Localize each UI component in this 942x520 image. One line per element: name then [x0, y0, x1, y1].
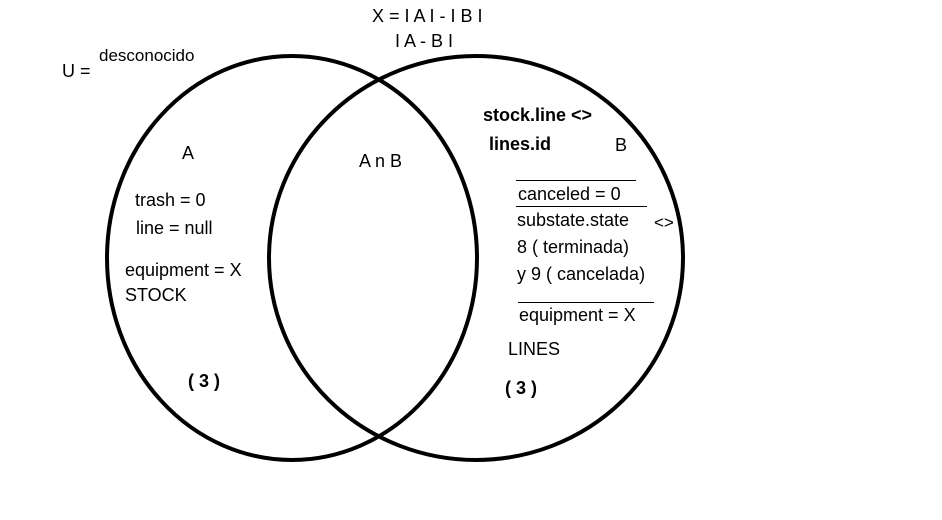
- set-b-state-9: y 9 ( cancelada): [517, 264, 646, 284]
- set-b-table-name: LINES: [508, 339, 561, 359]
- set-b-circle: [267, 54, 685, 462]
- set-b-label: B: [615, 135, 628, 155]
- set-b-state-8: 8 ( terminada): [517, 237, 630, 257]
- set-b-condition-canceled: canceled = 0: [518, 184, 621, 204]
- set-b-join-line-2: lines.id: [489, 134, 552, 154]
- set-b-condition-equipment: equipment = X: [519, 305, 636, 325]
- canceled-overline: [516, 180, 636, 181]
- formula-line-2: I A - B I: [395, 31, 454, 51]
- set-b-not-equal: <>: [654, 213, 674, 232]
- formula-line-1: X = I A I - I B I: [372, 6, 483, 26]
- set-a-label: A: [182, 143, 195, 163]
- intersection-label: A n B: [359, 151, 403, 171]
- set-a-condition-line: line = null: [136, 218, 213, 238]
- set-b-join-line-1: stock.line <>: [483, 105, 593, 125]
- set-a-circle: [105, 54, 479, 462]
- set-a-count: ( 3 ): [188, 371, 221, 391]
- set-a-table-name: STOCK: [125, 285, 187, 305]
- equipment-overline: [518, 302, 654, 303]
- set-b-count: ( 3 ): [505, 378, 538, 398]
- universe-value: desconocido: [99, 46, 195, 65]
- universe-prefix: U =: [62, 61, 91, 81]
- set-b-condition-substate: substate.state: [517, 210, 630, 230]
- set-a-condition-equipment: equipment = X: [125, 260, 242, 280]
- substate-overline: [516, 206, 647, 207]
- set-a-condition-trash: trash = 0: [135, 190, 206, 210]
